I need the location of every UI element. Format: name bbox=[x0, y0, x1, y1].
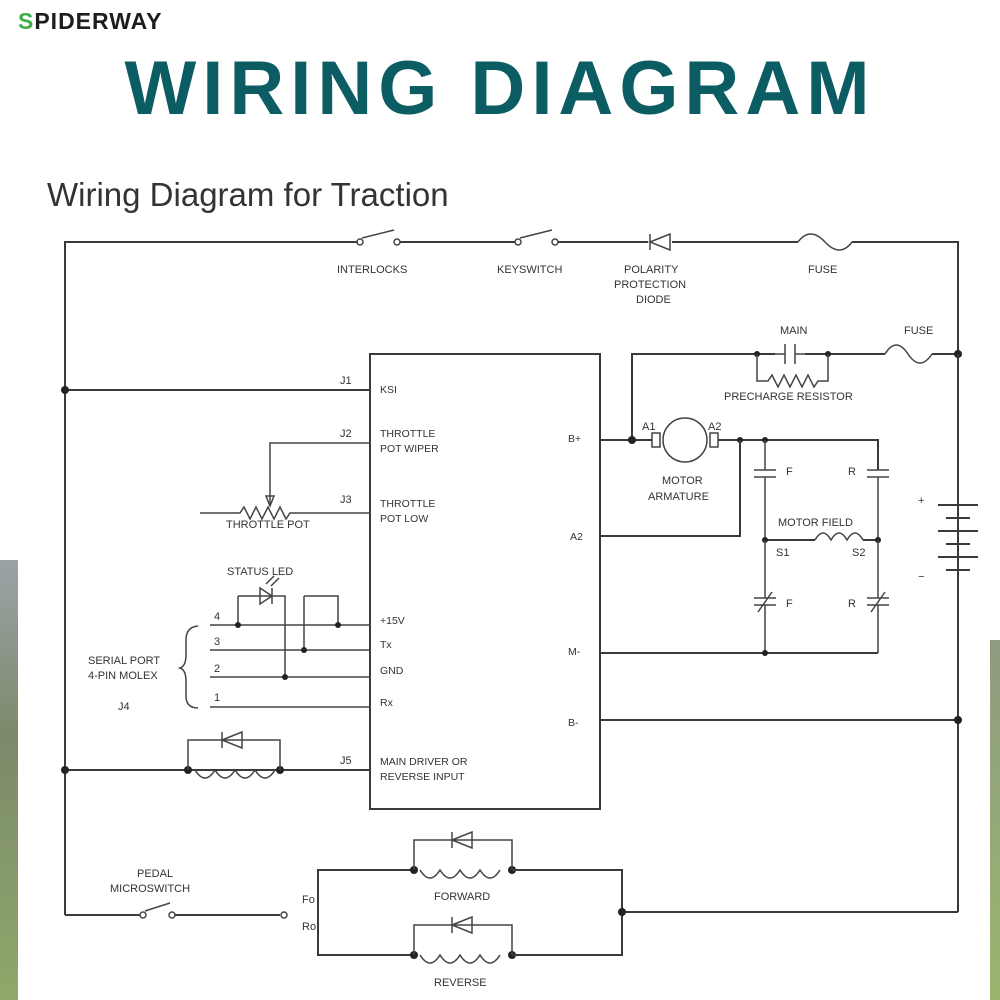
motor-controller bbox=[369, 353, 601, 810]
serial-brace bbox=[177, 625, 199, 709]
label-status-led: STATUS LED bbox=[227, 566, 293, 578]
label-j3: J3 bbox=[340, 494, 352, 506]
reverse-coil bbox=[410, 915, 516, 964]
label-forward: FORWARD bbox=[434, 891, 490, 903]
label-main: MAIN bbox=[780, 325, 808, 337]
label-a1: A1 bbox=[642, 421, 655, 433]
pin-b-minus: B- bbox=[568, 717, 579, 729]
label-throttle-pot: THROTTLE POT bbox=[226, 519, 310, 531]
logo-s: S bbox=[18, 8, 35, 34]
battery bbox=[938, 354, 978, 720]
top-rail bbox=[64, 241, 959, 915]
label-ro: Ro bbox=[302, 921, 316, 933]
serial-pin-2: 2 bbox=[214, 663, 220, 675]
label-fuse-top: FUSE bbox=[808, 264, 837, 276]
status-led bbox=[237, 575, 286, 677]
label-interlocks: INTERLOCKS bbox=[337, 264, 407, 276]
serial-pin-3: 3 bbox=[214, 636, 220, 648]
pin-gnd: GND bbox=[380, 665, 404, 677]
label-s2: S2 bbox=[852, 547, 865, 559]
label-polarity-2: PROTECTION bbox=[614, 279, 686, 291]
brand-logo: SPIDERWAY bbox=[18, 8, 163, 35]
label-pedal-1: PEDAL bbox=[137, 868, 173, 880]
label-serial-1: SERIAL PORT bbox=[88, 655, 160, 667]
pedal-microswitch bbox=[139, 902, 176, 919]
pin-throttle-low-1: THROTTLE bbox=[380, 498, 435, 510]
pin-throttle-wiper-1: THROTTLE bbox=[380, 428, 435, 440]
pin-ksi: KSI bbox=[380, 384, 397, 396]
wire-main-top bbox=[631, 353, 775, 440]
pin-throttle-wiper-2: POT WIPER bbox=[380, 443, 439, 455]
label-motor-1: MOTOR bbox=[662, 475, 703, 487]
background-photo-left bbox=[0, 560, 18, 1000]
pin-tx: Tx bbox=[380, 639, 392, 651]
diagram-subtitle: Wiring Diagram for Traction bbox=[47, 176, 449, 213]
label-fo: Fo bbox=[302, 894, 315, 906]
label-polarity-1: POLARITY bbox=[624, 264, 679, 276]
label-serial-2: 4-PIN MOLEX bbox=[88, 670, 158, 682]
main-contactor bbox=[754, 344, 831, 364]
label-j5: J5 bbox=[340, 755, 352, 767]
label-battery-minus: − bbox=[918, 571, 924, 583]
label-j4: J4 bbox=[118, 701, 130, 713]
pin-b-plus: B+ bbox=[568, 433, 581, 445]
background-photo-right bbox=[990, 640, 1000, 1000]
label-a2: A2 bbox=[708, 421, 721, 433]
serial-pin-4: 4 bbox=[214, 611, 220, 623]
main-driver-coil bbox=[61, 730, 370, 779]
field-bridge bbox=[754, 440, 889, 653]
serial-pin-1: 1 bbox=[214, 692, 220, 704]
label-j1: J1 bbox=[340, 375, 352, 387]
fuse-top bbox=[797, 233, 853, 251]
pin-15v: +15V bbox=[380, 615, 405, 627]
pin-m-minus: M- bbox=[568, 646, 581, 658]
precharge-resistor bbox=[756, 354, 829, 389]
label-pedal-2: MICROSWITCH bbox=[110, 883, 190, 895]
pin-a2: A2 bbox=[570, 531, 583, 543]
logo-text: PIDERWAY bbox=[34, 8, 163, 34]
label-f-bottom: F bbox=[786, 598, 793, 610]
page-title: WIRING DIAGRAM bbox=[124, 46, 876, 131]
label-battery-plus: + bbox=[918, 495, 924, 507]
label-precharge: PRECHARGE RESISTOR bbox=[724, 391, 853, 403]
pin-main-driver-2: REVERSE INPUT bbox=[380, 771, 465, 783]
wire-j2 bbox=[269, 442, 370, 505]
label-keyswitch: KEYSWITCH bbox=[497, 264, 562, 276]
forward-coil bbox=[410, 830, 516, 879]
pin-main-driver-1: MAIN DRIVER OR bbox=[380, 756, 468, 768]
label-s1: S1 bbox=[776, 547, 789, 559]
label-motor-field: MOTOR FIELD bbox=[778, 517, 853, 529]
label-polarity-3: DIODE bbox=[636, 294, 671, 306]
label-reverse: REVERSE bbox=[434, 977, 487, 989]
label-r-top: R bbox=[848, 466, 856, 478]
label-f-top: F bbox=[786, 466, 793, 478]
pin-throttle-low-2: POT LOW bbox=[380, 513, 428, 525]
label-j2: J2 bbox=[340, 428, 352, 440]
pin-rx: Rx bbox=[380, 697, 394, 709]
interlocks-switch bbox=[356, 229, 401, 246]
keyswitch bbox=[514, 229, 559, 246]
label-motor-2: ARMATURE bbox=[648, 491, 709, 503]
label-fuse-right: FUSE bbox=[904, 325, 933, 337]
polarity-diode bbox=[647, 232, 671, 252]
label-r-bottom: R bbox=[848, 598, 856, 610]
throttle-pot bbox=[200, 505, 370, 521]
